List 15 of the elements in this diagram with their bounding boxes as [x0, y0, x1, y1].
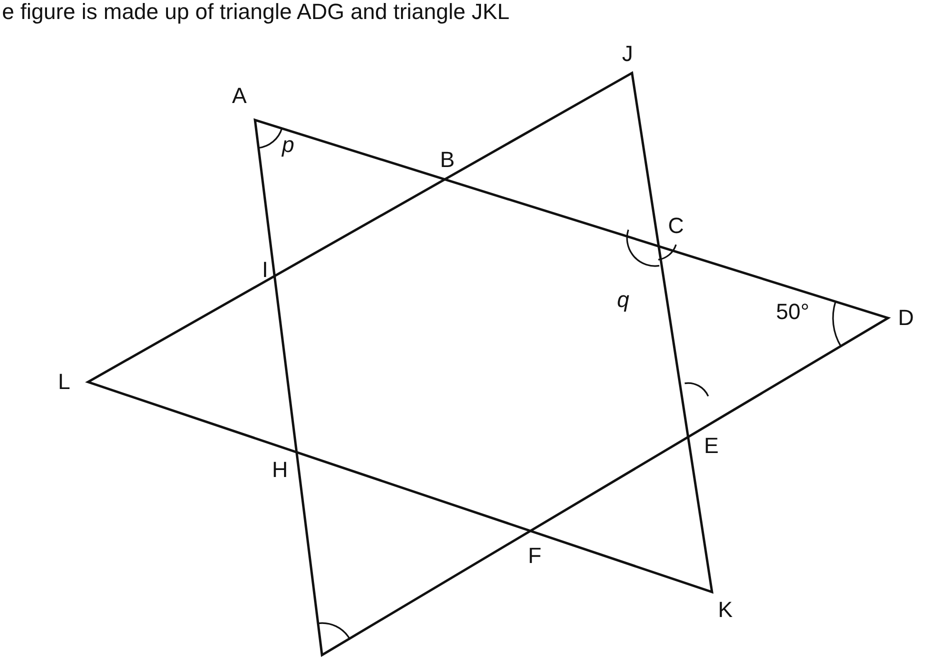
vertex-label: J: [622, 42, 633, 66]
vertex-label: A: [232, 84, 247, 108]
angle-label: p: [282, 133, 294, 157]
vertex-label: D: [898, 306, 914, 330]
angle-label: q: [617, 288, 630, 312]
vertex-label: C: [668, 214, 684, 238]
vertex-label: E: [704, 434, 719, 458]
vertex-label: L: [58, 370, 70, 394]
vertex-label: F: [528, 544, 542, 568]
instruction-text: e figure is made up of triangle ADG and triangle JKL: [2, 0, 510, 24]
angle-label: 50°: [776, 300, 810, 324]
vertex-label: K: [718, 598, 733, 622]
vertex-label: I: [262, 258, 268, 282]
vertex-label: H: [272, 458, 288, 482]
vertex-label: B: [440, 148, 455, 172]
